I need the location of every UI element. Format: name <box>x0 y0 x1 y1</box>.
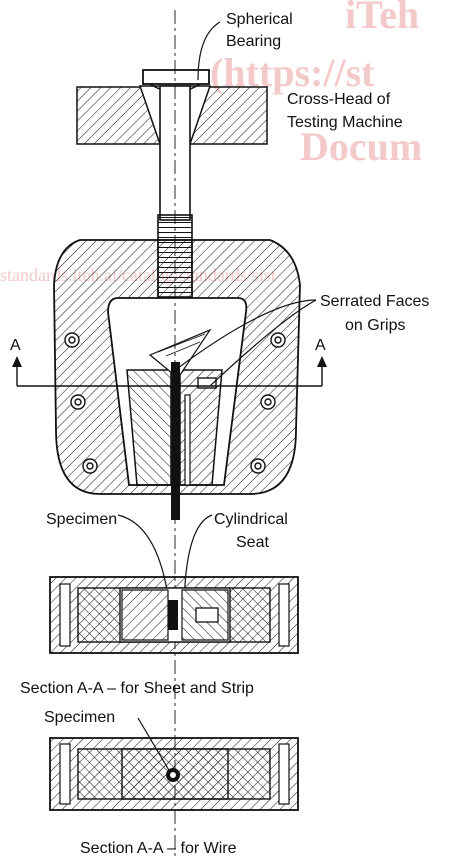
label-a-left: A <box>10 337 21 354</box>
label-serrated-2: on Grips <box>345 317 405 334</box>
label-cross-head-2: Testing Machine <box>287 114 403 131</box>
section-sheet-strip <box>49 576 299 654</box>
label-spherical-2: Bearing <box>226 33 281 50</box>
watermark-line-3: Docum <box>300 124 422 169</box>
label-specimen: Specimen <box>46 511 117 528</box>
label-spherical-1: Spherical <box>226 11 293 28</box>
label-a-right: A <box>315 337 326 354</box>
label-cross-head-1: Cross-Head of <box>287 91 391 108</box>
label-serrated-1: Serrated Faces <box>320 293 429 310</box>
caption-section-wire: Section A-A – for Wire <box>80 840 237 857</box>
watermark-line-1: iTeh <box>345 0 419 37</box>
specimen-strip <box>171 362 191 520</box>
section-wire <box>49 737 299 811</box>
label-cylindrical-1: Cylindrical <box>214 511 288 528</box>
label-cylindrical-2: Seat <box>236 534 269 551</box>
label-specimen-wire: Specimen <box>44 709 115 726</box>
labels: Spherical Bearing Cross-Head of Testing … <box>10 11 429 857</box>
section-line-a-a <box>12 356 327 387</box>
caption-section-sheet: Section A-A – for Sheet and Strip <box>20 680 254 697</box>
